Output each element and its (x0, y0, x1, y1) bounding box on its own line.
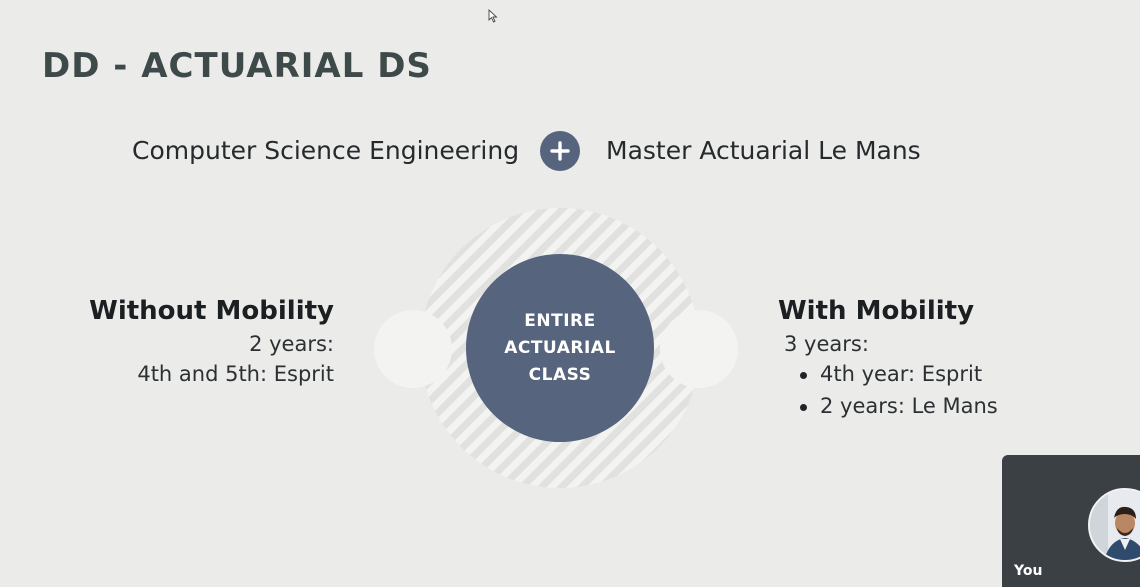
with-mobility-duration: 3 years: (784, 332, 869, 356)
without-mobility-duration: 2 years: (249, 332, 334, 356)
bullet-icon (800, 372, 807, 379)
participant-name-label: You (1014, 563, 1043, 579)
right-connector-circle (660, 310, 738, 388)
list-item-text: 2 years: Le Mans (820, 394, 998, 418)
center-line-1: ENTIRE (524, 310, 596, 331)
list-item: 2 years: Le Mans (778, 394, 998, 418)
without-mobility-heading: Without Mobility (89, 296, 334, 326)
with-mobility-list: 4th year: Esprit 2 years: Le Mans (778, 362, 998, 418)
program-combination: Computer Science Engineering Master Actu… (0, 130, 1140, 174)
without-mobility-block: Without Mobility 2 years: 4th and 5th: E… (0, 296, 334, 386)
with-mobility-block: With Mobility 3 years: 4th year: Esprit … (778, 296, 998, 426)
slide-title: DD - ACTUARIAL DS (42, 46, 432, 86)
self-video-tile[interactable]: You (1002, 455, 1140, 587)
center-line-2: ACTUARIAL (504, 337, 616, 358)
program-left-label: Computer Science Engineering (132, 136, 520, 165)
user-avatar (1088, 488, 1140, 562)
bullet-icon (800, 404, 807, 411)
program-right-label: Master Actuarial Le Mans (606, 136, 921, 165)
mouse-cursor-icon (488, 9, 498, 23)
list-item: 4th year: Esprit (778, 362, 998, 386)
without-mobility-detail: 4th and 5th: Esprit (137, 362, 334, 386)
with-mobility-heading: With Mobility (778, 296, 975, 326)
center-line-3: CLASS (528, 364, 592, 385)
center-circle: ENTIRE ACTUARIAL CLASS (466, 254, 654, 442)
plus-icon (540, 131, 580, 171)
left-connector-circle (374, 310, 452, 388)
list-item-text: 4th year: Esprit (820, 362, 983, 386)
